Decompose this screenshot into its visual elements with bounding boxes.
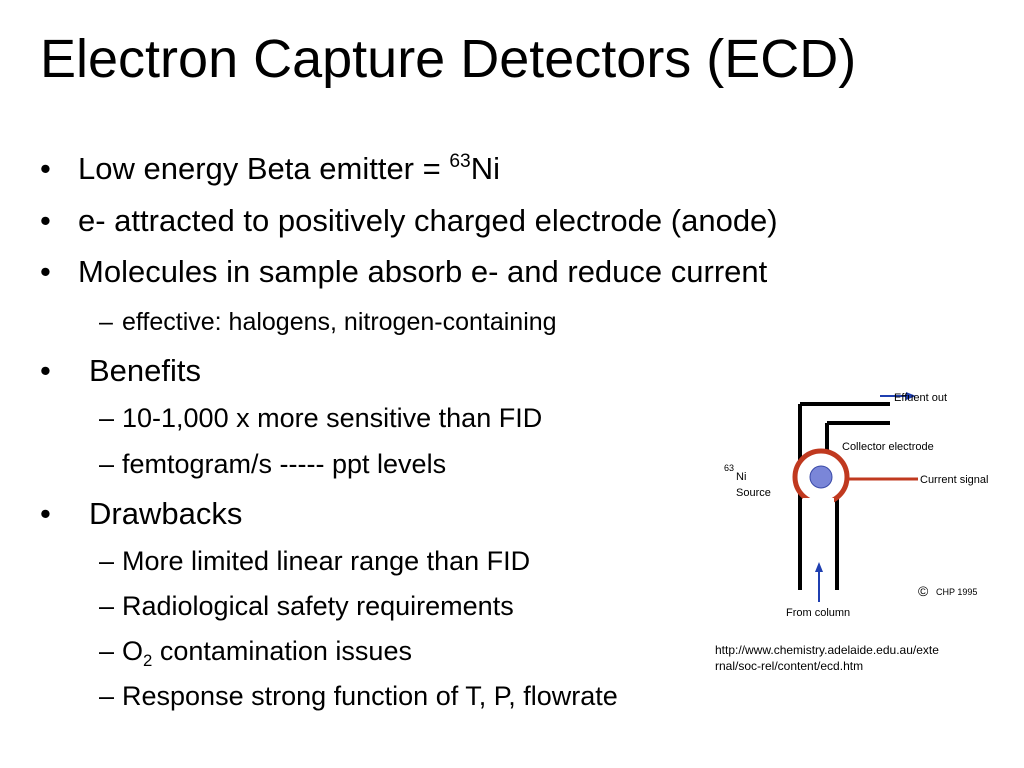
source-superscript: 63 [724,463,734,473]
bullet-marker: • [40,496,51,531]
isotope-superscript: 63 [449,151,471,173]
inlet-arrow-head [815,562,823,572]
citation-line-1: http://www.chemistry.adelaide.edu.au/ext… [715,643,939,657]
subbullet-text: femtogram/s ----- ppt levels [122,449,447,479]
from-column-label: From column [786,607,850,619]
bullet-text: Benefits [89,353,202,388]
effluent-out-label: Effuent out [894,392,947,404]
subbullet-text: Radiological safety requirements [122,591,514,621]
ecd-diagram: Effuent out Collector electrode Current … [724,392,988,619]
subbullet-text: Response strong function of T, P, flowra… [122,681,618,711]
source-ni-label: Ni [736,471,746,483]
slide-title: Electron Capture Detectors (ECD) [40,29,857,89]
bullet-marker: • [40,151,51,186]
bullet-marker: • [40,353,51,388]
dash-marker: – [99,591,115,621]
bullet-text: Molecules in sample absorb e- and reduce… [78,254,768,289]
bullet-marker: • [40,254,51,289]
current-signal-label: Current signal [920,474,988,486]
subbullet-text: 10-1,000 x more sensitive than FID [122,403,543,433]
oxygen-subscript: 2 [143,650,153,670]
dash-marker: – [99,403,115,433]
collector-electrode-label: Collector electrode [842,441,934,453]
subbullet-text: More limited linear range than FID [122,546,531,576]
bullet-text: e- attracted to positively charged elect… [78,203,778,238]
dash-marker: – [99,636,115,666]
effluent-arrow-head [906,392,916,400]
subbullet-text: O2 contamination issues [122,636,412,670]
copyright-icon: © [918,583,929,599]
citation-line-2: rnal/soc-rel/content/ecd.htm [715,659,864,673]
dash-marker: – [99,308,113,336]
dash-marker: – [99,681,115,711]
bullet-marker: • [40,203,51,238]
dash-marker: – [99,449,115,479]
source-label: Source [736,487,771,499]
bullet-text: Drawbacks [89,496,243,531]
bullet-text: Low energy Beta emitter = 63Ni [78,151,500,186]
source-citation[interactable]: http://www.chemistry.adelaide.edu.au/ext… [715,642,995,674]
nickel-source-bead [809,465,833,489]
subbullet-text: effective: halogens, nitrogen-containing [122,308,557,336]
copyright-text: CHP 1995 [936,587,977,597]
dash-marker: – [99,546,115,576]
